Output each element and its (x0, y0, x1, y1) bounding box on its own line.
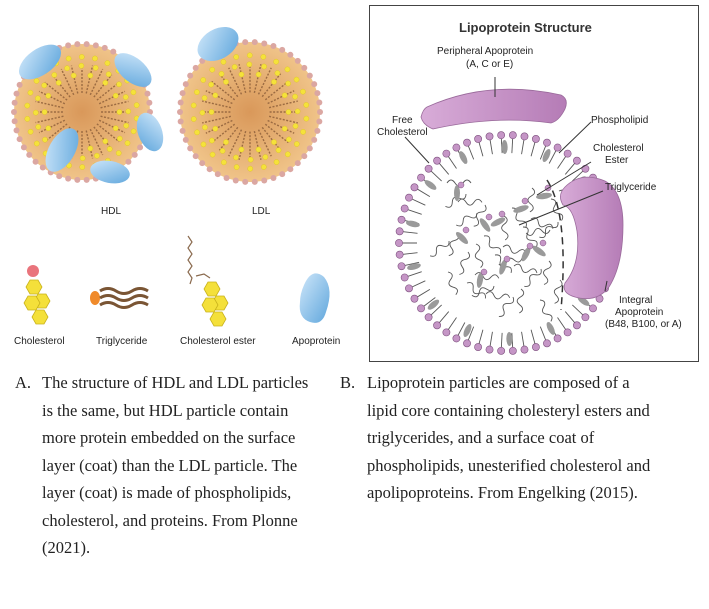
diagram-title: Lipoprotein Structure (459, 20, 592, 35)
triglyceride-legend-label: Triglyceride (96, 336, 148, 347)
diagram-frame (369, 5, 699, 362)
caption-b: B. Lipoprotein particles are composed of… (340, 369, 709, 529)
ldl-label: LDL (252, 206, 271, 217)
right-figure: Lipoprotein Structure Peripheral Apoprot… (369, 5, 699, 362)
hdl-label: HDL (101, 206, 122, 217)
free-cholesterol-label-1: Free (392, 115, 413, 126)
caption-b-line: phospholipids, unesterified cholesterol … (367, 455, 651, 475)
ldl-particle (177, 26, 323, 185)
caption-a-line: layer (coat) than the LDL particle. The (42, 455, 298, 475)
peripheral-apoprotein-label: Peripheral Apoprotein (437, 46, 534, 57)
caption-a-line: cholesterol, and proteins. From Plonne (42, 510, 298, 530)
hdl-particle (11, 41, 164, 184)
cholesterol-ester-icon (187, 235, 229, 327)
caption-b-line: lipid core containing cholesteryl esters… (367, 400, 650, 420)
caption-b-line: apolipoproteins. From Engelking (2015). (367, 483, 638, 502)
hdl-ldl-illustration (11, 26, 330, 327)
phospholipid-label: Phospholipid (591, 115, 649, 126)
cholesterol-legend-label: Cholesterol (14, 336, 65, 347)
triglyceride-icon (90, 287, 149, 309)
caption-b-line: triglycerides, and a surface coat of (367, 428, 595, 447)
caption-b-line: Lipoprotein particles are composed of a (367, 373, 630, 392)
triglyceride-label: Triglyceride (605, 182, 657, 193)
integral-apoprotein-types: (B48, B100, or A) (605, 319, 682, 330)
caption-b-letter: B. (340, 373, 356, 392)
integral-dashed-line (546, 179, 564, 311)
caption-a-line: layer (coat) is made of phospholipids, (42, 483, 292, 502)
caption-a-line: The structure of HDL and LDL particles (42, 373, 309, 392)
leader-lines (404, 77, 608, 292)
caption-a-line: more protein embedded on the surface (42, 428, 296, 447)
cholesterol-ester-label-2: Ester (605, 155, 629, 166)
apoprotein-icon (299, 273, 330, 323)
cholesterol-ester-label-1: Cholesterol (593, 143, 644, 154)
free-cholesterol-label-2: Cholesterol (377, 127, 428, 138)
cholesterol-ester-legend-label: Cholesterol ester (180, 336, 256, 347)
caption-a-letter: A. (15, 373, 32, 392)
integral-apoprotein-label-2: Apoprotein (615, 307, 664, 318)
caption-a-line: is the same, but HDL particle contain (42, 400, 289, 420)
peripheral-apoprotein (420, 88, 567, 130)
apoprotein-legend-label: Apoprotein (292, 336, 341, 347)
left-figure: HDL LDL Cholesterol Triglyceride Cholest… (0, 0, 355, 362)
peripheral-apoprotein-types: (A, C or E) (466, 59, 514, 70)
lipoprotein-structure-diagram (369, 5, 699, 362)
integral-apoprotein-label-1: Integral (619, 295, 653, 306)
caption-a-line: (2021). (42, 538, 91, 557)
cholesterol-icon (23, 265, 51, 325)
caption-a: A. The structure of HDL and LDL particle… (15, 369, 355, 609)
integral-apoprotein (560, 176, 624, 300)
